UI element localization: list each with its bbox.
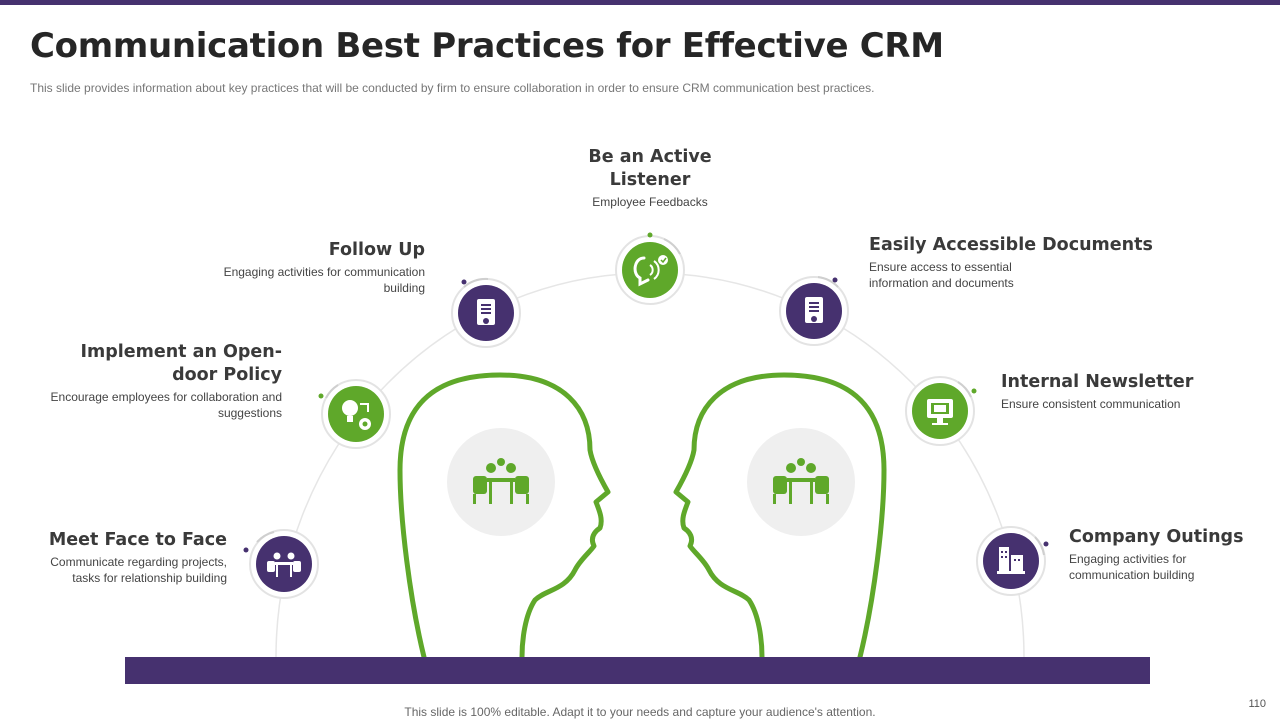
document-icon bbox=[805, 297, 823, 323]
label-accessible-documents: Easily Accessible Documents Ensure acces… bbox=[869, 234, 1169, 291]
label-company-outings: Company Outings Engaging activities for … bbox=[1069, 526, 1269, 583]
slide-title: Communication Best Practices for Effecti… bbox=[30, 26, 944, 66]
meeting-icon bbox=[267, 552, 301, 577]
top-accent-bar bbox=[0, 0, 1280, 5]
page-number: 110 bbox=[1248, 698, 1266, 710]
label-follow-up: Follow Up Engaging activities for commun… bbox=[180, 239, 425, 296]
monitor-newsletter-icon bbox=[927, 399, 953, 425]
slide-subtitle: This slide provides information about ke… bbox=[30, 81, 875, 95]
node-accessible-documents bbox=[779, 276, 849, 346]
practice-title: Easily Accessible Documents bbox=[869, 235, 1153, 255]
base-bar bbox=[125, 657, 1150, 684]
label-meet-face-to-face: Meet Face to Face Communicate regarding … bbox=[20, 529, 227, 586]
node-open-door-policy bbox=[318, 379, 391, 449]
label-internal-newsletter: Internal Newsletter Ensure consistent co… bbox=[1001, 371, 1261, 412]
left-head-meeting-badge bbox=[447, 428, 555, 536]
meeting-icon bbox=[773, 458, 829, 504]
label-active-listener: Be an Active Listener Employee Feedbacks bbox=[550, 146, 750, 210]
document-icon bbox=[477, 299, 495, 325]
practice-description: Ensure consistent communication bbox=[1001, 397, 1181, 411]
meeting-icon bbox=[473, 458, 529, 504]
practice-description: Employee Feedbacks bbox=[592, 195, 708, 209]
node-follow-up bbox=[451, 277, 521, 348]
node-internal-newsletter bbox=[905, 376, 977, 446]
listening-icon bbox=[633, 255, 668, 287]
practice-title: Be an Active Listener bbox=[588, 147, 712, 190]
node-active-listener bbox=[615, 232, 685, 305]
right-head-outline bbox=[673, 372, 887, 660]
practice-description: Encourage employees for collaboration an… bbox=[50, 390, 282, 420]
practice-description: Engaging activities for communication bu… bbox=[1069, 552, 1195, 582]
node-meet-face-to-face bbox=[243, 529, 319, 599]
left-head-outline bbox=[397, 372, 611, 660]
connector-arc bbox=[275, 272, 1025, 658]
practice-title: Follow Up bbox=[328, 240, 425, 260]
practice-description: Communicate regarding projects, tasks fo… bbox=[50, 555, 227, 585]
practice-title: Internal Newsletter bbox=[1001, 372, 1194, 392]
practice-description: Ensure access to essential information a… bbox=[869, 260, 1014, 290]
building-icon bbox=[997, 547, 1025, 574]
practice-title: Implement an Open- door Policy bbox=[80, 342, 282, 385]
idea-gear-icon bbox=[342, 400, 371, 430]
practice-title: Company Outings bbox=[1069, 527, 1244, 547]
node-company-outings bbox=[976, 526, 1049, 596]
practice-description: Engaging activities for communication bu… bbox=[223, 265, 425, 295]
label-open-door-policy: Implement an Open- door Policy Encourage… bbox=[20, 341, 282, 421]
practice-title: Meet Face to Face bbox=[48, 530, 227, 550]
slide-footer: This slide is 100% editable. Adapt it to… bbox=[404, 705, 876, 719]
right-head-meeting-badge bbox=[747, 428, 855, 536]
